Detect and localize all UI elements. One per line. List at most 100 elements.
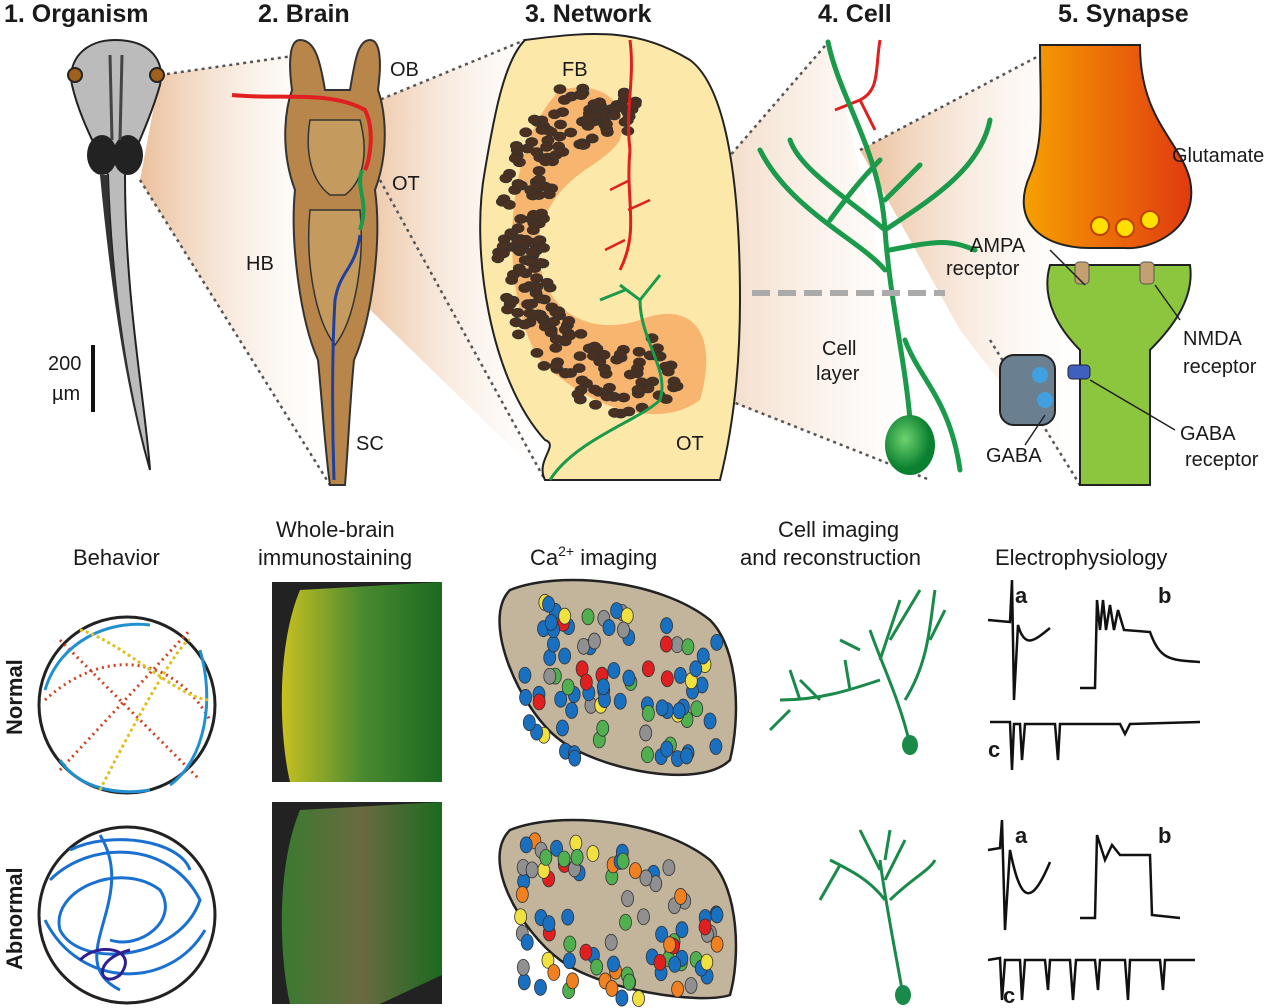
ca-cell	[672, 702, 686, 720]
nmda-receptor-icon	[1139, 261, 1155, 285]
cell-body	[603, 382, 616, 393]
cell-body	[502, 199, 516, 210]
ca-cell	[660, 740, 674, 758]
cell-body	[607, 110, 621, 121]
ca-cell	[596, 678, 610, 696]
ca-cell	[641, 746, 654, 764]
trace-label-a-abnormal: a	[1015, 823, 1028, 848]
label-ampa-2: receptor	[946, 258, 1020, 280]
cell-body	[554, 119, 567, 130]
ca-cell	[554, 690, 568, 708]
ca-cell	[562, 952, 576, 970]
ca-cell	[659, 635, 673, 653]
label-fb: FB	[562, 59, 588, 81]
cell-body	[539, 156, 553, 167]
method-behavior: Behavior	[73, 545, 160, 570]
ca-cell	[534, 978, 547, 996]
trace-label-c-abnormal: c	[1003, 983, 1015, 1008]
cell-body	[544, 127, 558, 137]
label-gaba: GABA	[986, 445, 1042, 467]
cell-body	[585, 133, 599, 144]
ca-cell	[518, 666, 532, 684]
cell-body	[670, 381, 684, 392]
ca-cell	[703, 712, 717, 730]
cell-body	[497, 248, 510, 259]
label-ampa-1: AMPA	[970, 235, 1026, 257]
ca-cell	[539, 849, 553, 866]
ca-cell	[590, 958, 604, 976]
cell-body	[575, 375, 589, 386]
ca-cell	[621, 890, 634, 908]
cell-body	[534, 257, 548, 268]
ca-cell	[610, 602, 623, 620]
cell-body	[613, 349, 627, 360]
ca-cell	[543, 667, 557, 685]
ca-cell	[565, 702, 579, 719]
cell-body	[549, 307, 563, 317]
ca-cell	[655, 925, 669, 943]
label-gaba-receptor-2: receptor	[1185, 449, 1259, 471]
cell-body	[549, 360, 563, 371]
cell-body	[511, 178, 525, 189]
cell-body	[556, 146, 570, 157]
cell-body	[526, 225, 540, 235]
cell-body	[631, 363, 644, 374]
ca-cell	[710, 906, 724, 924]
cell-body	[544, 327, 558, 338]
cell-body	[661, 366, 675, 377]
ca-cell	[581, 608, 595, 626]
ca-cell	[653, 953, 667, 971]
cell-body	[514, 266, 528, 277]
cell-body	[576, 140, 590, 150]
behavior-arena-abnormal	[37, 825, 217, 1005]
ca-cell	[514, 908, 528, 926]
ca-cell	[515, 886, 529, 903]
ca-cells-abnormal	[514, 832, 724, 1008]
tadpole-illustration	[67, 38, 165, 471]
ca-cell	[519, 836, 533, 854]
label-ob: OB	[390, 59, 419, 81]
cell-body	[537, 361, 551, 371]
ca-cell	[641, 660, 655, 678]
ca-cell	[542, 915, 556, 933]
ca-imaging-normal	[498, 578, 738, 777]
cell-body	[540, 141, 554, 152]
ca-cell	[558, 647, 572, 665]
cell-body	[593, 97, 606, 108]
network-cell-bodies	[491, 83, 684, 419]
cell-body	[558, 336, 572, 347]
cell-body	[511, 236, 525, 247]
cell-body	[527, 209, 541, 220]
cell-body	[512, 329, 525, 340]
cell-body	[558, 95, 571, 105]
ca-cell	[632, 990, 645, 1008]
cell-body	[500, 292, 513, 303]
cell-body	[518, 283, 532, 293]
ca-cell	[641, 704, 655, 722]
ca-cell	[639, 869, 653, 887]
cell-body	[558, 368, 572, 378]
cell-body	[571, 389, 585, 400]
ca-cell	[577, 637, 590, 655]
ca-cell	[613, 692, 627, 710]
ca-cell	[709, 738, 723, 755]
label-sc: SC	[356, 433, 384, 455]
ca-cell	[561, 678, 575, 696]
title-synapse: 5. Synapse	[1058, 0, 1189, 28]
ca-cell	[579, 673, 593, 691]
cell-body	[508, 153, 522, 164]
cell-body	[574, 329, 588, 339]
cell-body	[608, 407, 621, 418]
ca-cell	[639, 724, 653, 742]
ca-cell	[696, 647, 710, 665]
ca-cell	[561, 908, 575, 926]
scale-unit: µm	[52, 383, 80, 405]
ca-cell	[607, 955, 620, 973]
title-cell: 4. Cell	[818, 0, 892, 28]
method-ephys: Electrophysiology	[995, 545, 1167, 570]
label-nmda-1: NMDA	[1183, 328, 1243, 350]
ca-cell	[604, 933, 618, 951]
ca-cell	[532, 693, 546, 711]
cell-layer-label-1: Cell	[822, 338, 856, 360]
